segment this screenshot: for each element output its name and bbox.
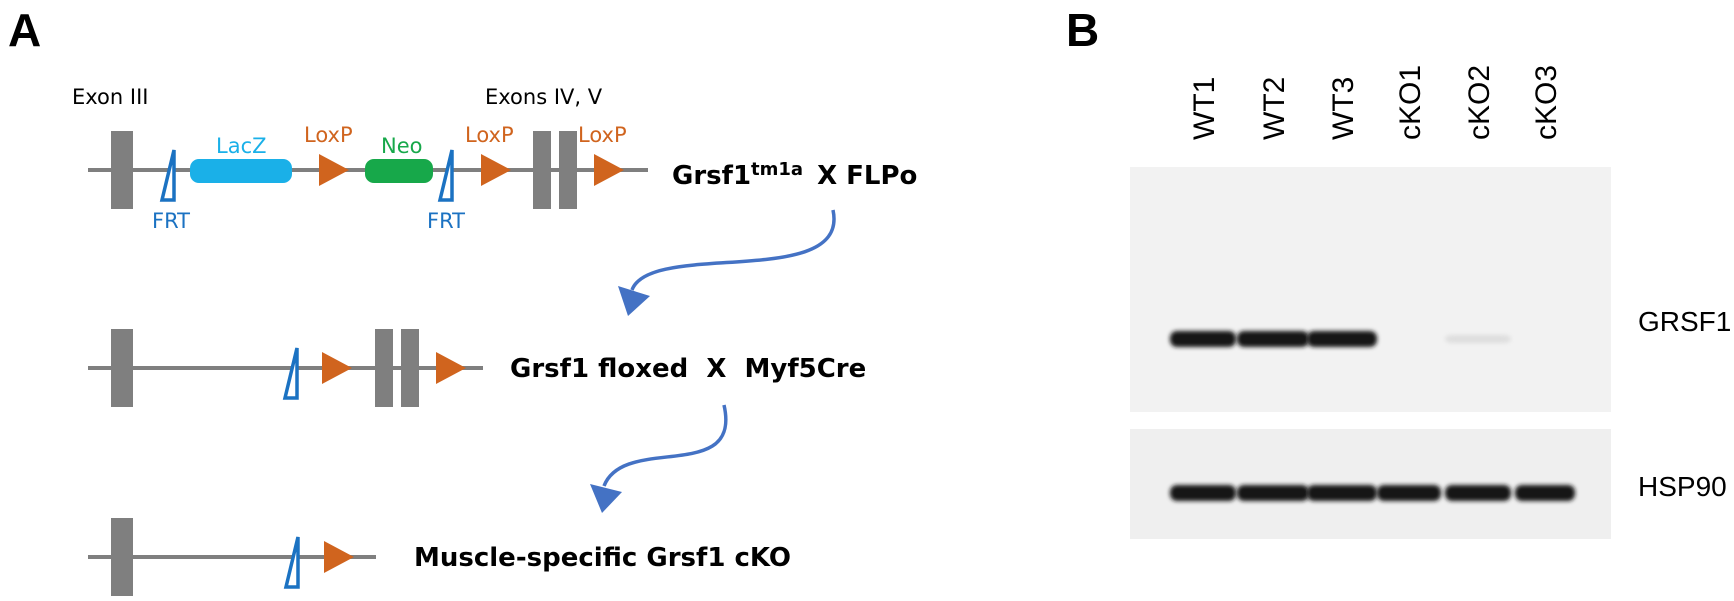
genotype-floxed-cross: Grsf1 floxed X Myf5Cre [510,354,866,384]
lane-label: WT1 [1188,77,1221,140]
lane-labels: WT1 WT2 WT3 cKO1 cKO2 cKO3 [1188,65,1563,140]
loxp-site [436,352,466,384]
blot-band [1307,485,1377,501]
allele-cko: Muscle-specific Grsf1 cKO [88,518,791,596]
exons-iv-v-label: Exons IV, V [485,85,603,109]
frt-label: FRT [152,209,190,233]
exon-iii [111,131,133,209]
neo-cassette [365,159,433,183]
frt-site [283,536,300,589]
loxp-site [324,541,354,573]
loxp-label: LoxP [465,123,514,147]
lane-label: cKO3 [1530,65,1563,140]
cross-arrow [618,209,836,316]
exon-iv [533,131,551,209]
loxp-site [481,154,511,186]
lacz-label: LacZ [216,134,267,158]
blot-band [1237,485,1309,501]
lane-label: WT2 [1258,77,1291,140]
blot-band [1377,485,1441,501]
frt-site [437,149,454,202]
blot-membrane-grsf1 [1130,167,1611,412]
blot-band [1170,485,1236,501]
lacz-cassette [190,159,292,183]
loxp-site [322,352,352,384]
exon-v [401,329,419,407]
exon-iv [375,329,393,407]
panel-b-letter: B [1066,4,1099,56]
bands-grsf1 [1170,331,1511,347]
genotype-cko: Muscle-specific Grsf1 cKO [414,543,791,573]
exon-v [559,131,577,209]
allele-floxed: Grsf1 floxed X Myf5Cre [88,329,866,407]
bands-hsp90 [1170,485,1575,501]
blot-band [1307,331,1377,347]
lane-label: WT3 [1327,77,1360,140]
blot-band [1170,331,1236,347]
lane-label: cKO1 [1394,65,1427,140]
neo-label: Neo [381,134,422,158]
exon-iii [111,329,133,407]
frt-site [282,347,299,400]
blot-band [1445,335,1511,343]
protein-label-hsp90: HSP90 [1638,471,1727,502]
lane-label: cKO2 [1463,65,1496,140]
blot-band [1237,331,1309,347]
blot-band [1445,485,1511,501]
blot-band [1515,485,1575,501]
loxp-site [319,154,349,186]
allele-tm1a: Exon III Exons IV, V FRT LacZ LoxP Neo F… [72,85,917,233]
loxp-label: LoxP [578,123,627,147]
frt-label: FRT [427,209,465,233]
protein-label-grsf1: GRSF1 [1638,306,1731,337]
loxp-label: LoxP [304,123,353,147]
exon-iii [111,518,133,596]
blot-membrane-hsp90 [1130,429,1611,539]
exon-iii-label: Exon III [72,85,148,109]
panel-a-letter: A [8,4,41,56]
loxp-site [594,154,624,186]
frt-site [159,149,176,202]
cross-arrow [590,404,728,513]
